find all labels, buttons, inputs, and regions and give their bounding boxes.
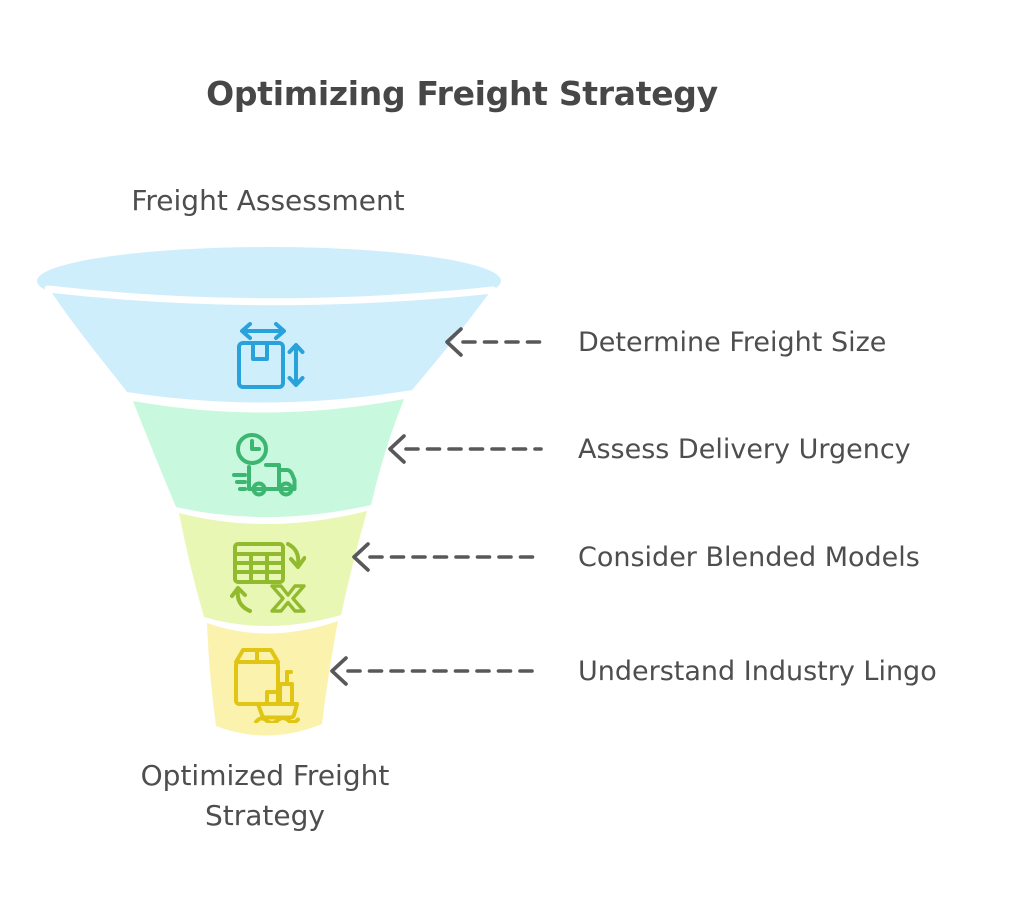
stage-3-label: Consider Blended Models [578,542,920,573]
funnel-bottom-label: Optimized Freight Strategy [140,759,390,832]
funnel-stage-1-shape [52,292,490,403]
stage-1-label: Determine Freight Size [578,327,887,358]
express-delivery-icon [229,432,307,502]
stage-1-arrow [445,327,543,357]
funnel-stage-4-shape [207,621,338,736]
arrow-head [330,656,348,686]
page-title: Optimizing Freight Strategy [206,74,718,113]
package-dimensions-icon [233,321,305,393]
arrow-head [352,542,370,572]
funnel-lip-gap [44,285,497,306]
funnel-stage-2-shape [133,399,404,518]
funnel-top-label: Freight Assessment [131,184,405,217]
stage-3-arrow [352,542,543,572]
arrow-head [445,327,463,357]
cargo-shipment-icon [231,645,305,723]
stage-4-arrow [330,656,543,686]
arrow-head [388,434,406,464]
stage-2-label: Assess Delivery Urgency [578,434,911,465]
funnel-stage-3-shape [179,511,367,627]
stage-2-arrow [388,434,543,464]
rate-table-exchange-icon [230,537,306,613]
stage-4-label: Understand Industry Lingo [578,656,937,687]
